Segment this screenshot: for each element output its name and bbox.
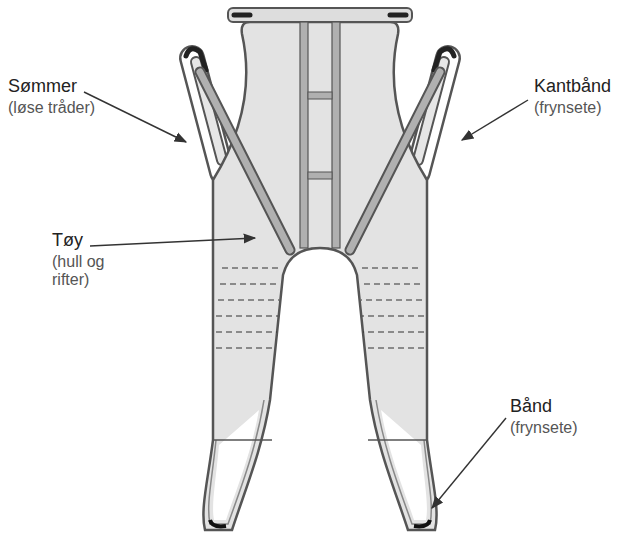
leader-line — [432, 418, 506, 508]
part-label: Bånd — [510, 396, 552, 417]
part-label: Kantbånd — [534, 76, 611, 97]
part-label: (hull og rifter) — [52, 253, 124, 290]
part-label: Sømmer — [8, 76, 77, 97]
leader-line — [90, 238, 255, 246]
part-label: Tøy — [52, 230, 83, 251]
leader-line — [462, 100, 528, 140]
leader-line — [84, 92, 186, 142]
part-label: (løse tråder) — [8, 99, 95, 117]
part-label: (frynsete) — [534, 99, 602, 117]
part-label: (frynsete) — [510, 419, 578, 437]
